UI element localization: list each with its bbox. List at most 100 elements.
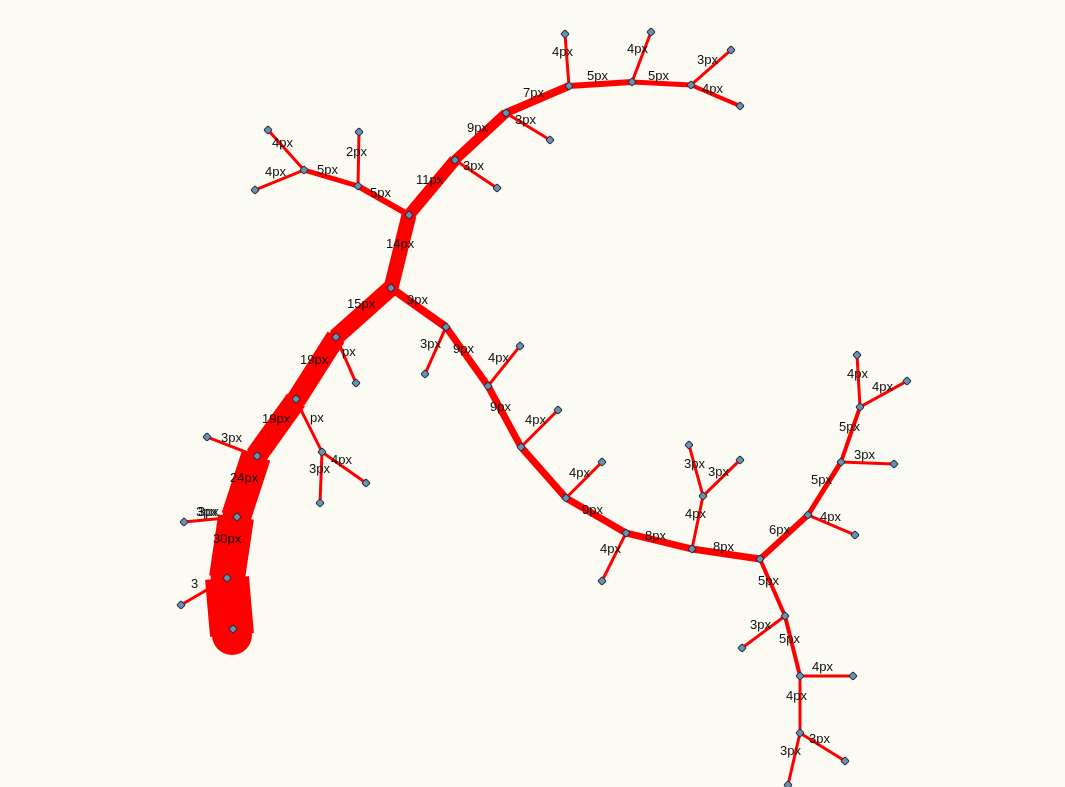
branch-node-marker[interactable] [852,350,862,360]
branch-segment [600,532,628,582]
branch-node-marker[interactable] [252,451,262,461]
branch-node-marker[interactable] [250,185,260,195]
branch-node-marker[interactable] [726,45,736,55]
segment-width-label: 4px [265,164,286,179]
branch-node-marker[interactable] [516,442,526,452]
branch-node-marker[interactable] [232,512,242,522]
branch-node-marker[interactable] [299,165,309,175]
branch-node-marker[interactable] [902,376,912,386]
branch-segment [330,281,397,344]
segment-width-label: 4px [786,688,807,703]
branch-node-marker[interactable] [450,155,460,165]
branch-node-marker[interactable] [687,544,697,554]
branch-segment [758,558,787,617]
segment-width-label: 9px [407,292,428,307]
branch-node-marker[interactable] [597,457,607,467]
branch-node-marker[interactable] [492,183,502,193]
branch-segment [630,31,653,83]
branch-node-marker[interactable] [483,381,493,391]
segment-width-label: 4px [552,44,573,59]
branch-node-marker[interactable] [420,369,430,379]
segment-width-label: 9px [582,502,603,517]
segment-width-label: 3px [697,52,718,67]
branch-segment [504,82,571,117]
segment-width-label: 5px [370,185,391,200]
branch-node-marker[interactable] [386,283,396,293]
branch-node-marker[interactable] [263,125,273,135]
branch-node-marker[interactable] [795,671,805,681]
segment-width-label: 4px [272,135,293,150]
branch-node-marker[interactable] [621,528,631,538]
branch-segment [294,399,324,453]
segment-width-label: 3px [463,158,484,173]
segment-width-label: 4px [525,412,546,427]
branch-node-marker[interactable] [684,440,694,450]
branch-node-marker[interactable] [515,341,525,351]
segment-width-label: 7px [523,85,544,100]
branch-segment [334,336,358,384]
branch-node-marker[interactable] [735,101,745,111]
branch-node-marker[interactable] [501,108,511,118]
branch-node-marker[interactable] [889,459,899,469]
branch-node-marker[interactable] [361,478,371,488]
branch-segment [757,512,811,562]
branch-node-marker[interactable] [646,27,656,37]
branch-node-marker[interactable] [545,135,555,145]
branch-node-marker[interactable] [179,517,189,527]
branch-node-marker[interactable] [176,600,186,610]
branch-joint [212,615,252,655]
branch-node-marker[interactable] [836,457,846,467]
branch-node-marker[interactable] [553,405,563,415]
branch-node-marker[interactable] [564,81,574,91]
branch-node-marker[interactable] [441,322,451,332]
branch-node-marker[interactable] [354,127,364,137]
branch-node-marker[interactable] [561,493,571,503]
branch-segment [247,393,305,463]
branch-node-marker[interactable] [803,510,813,520]
segment-width-label: 4px [488,350,509,365]
branch-node-marker[interactable] [353,181,363,191]
segment-width-label: 4px [820,509,841,524]
segment-width-label: 11px [416,172,444,187]
branch-segment [505,111,551,142]
branch-segment [318,451,324,504]
branch-node-marker[interactable] [698,491,708,501]
branch-node-marker[interactable] [228,624,238,634]
branch-segment [303,167,359,189]
segment-width-label: 3px [198,504,219,519]
branch-node-marker[interactable] [737,643,747,653]
branch-segment [741,614,786,650]
branch-node-marker[interactable] [755,554,765,564]
branch-node-marker[interactable] [560,29,570,39]
branch-node-marker[interactable] [331,332,341,342]
branch-node-marker[interactable] [315,498,325,508]
branch-segment [383,213,417,290]
branch-node-marker[interactable] [222,573,232,583]
branch-node-marker[interactable] [850,530,860,540]
branch-segment [855,354,862,408]
branch-node-marker[interactable] [783,780,793,787]
branch-segment [687,444,705,497]
branch-node-marker[interactable] [291,394,301,404]
branch-node-marker[interactable] [848,671,858,681]
branch-node-marker[interactable] [597,576,607,586]
segment-width-label: 5px [839,419,860,434]
segment-width-label: 5px [811,472,832,487]
branch-segment [800,674,853,678]
branch-node-marker[interactable] [840,756,850,766]
branch-node-marker[interactable] [404,210,414,220]
branch-segment [388,284,449,331]
branch-segment [486,345,522,387]
branch-node-marker[interactable] [317,447,327,457]
branch-node-marker[interactable] [735,455,745,465]
branch-node-marker[interactable] [780,611,790,621]
branch-node-marker[interactable] [351,378,361,388]
branch-node-marker[interactable] [855,402,865,412]
segment-width-label: 4px [847,366,868,381]
branch-node-marker[interactable] [202,432,212,442]
branch-node-marker[interactable] [627,77,637,87]
branch-segment [356,183,411,218]
branch-node-marker[interactable] [686,80,696,90]
branch-node-marker[interactable] [795,728,805,738]
